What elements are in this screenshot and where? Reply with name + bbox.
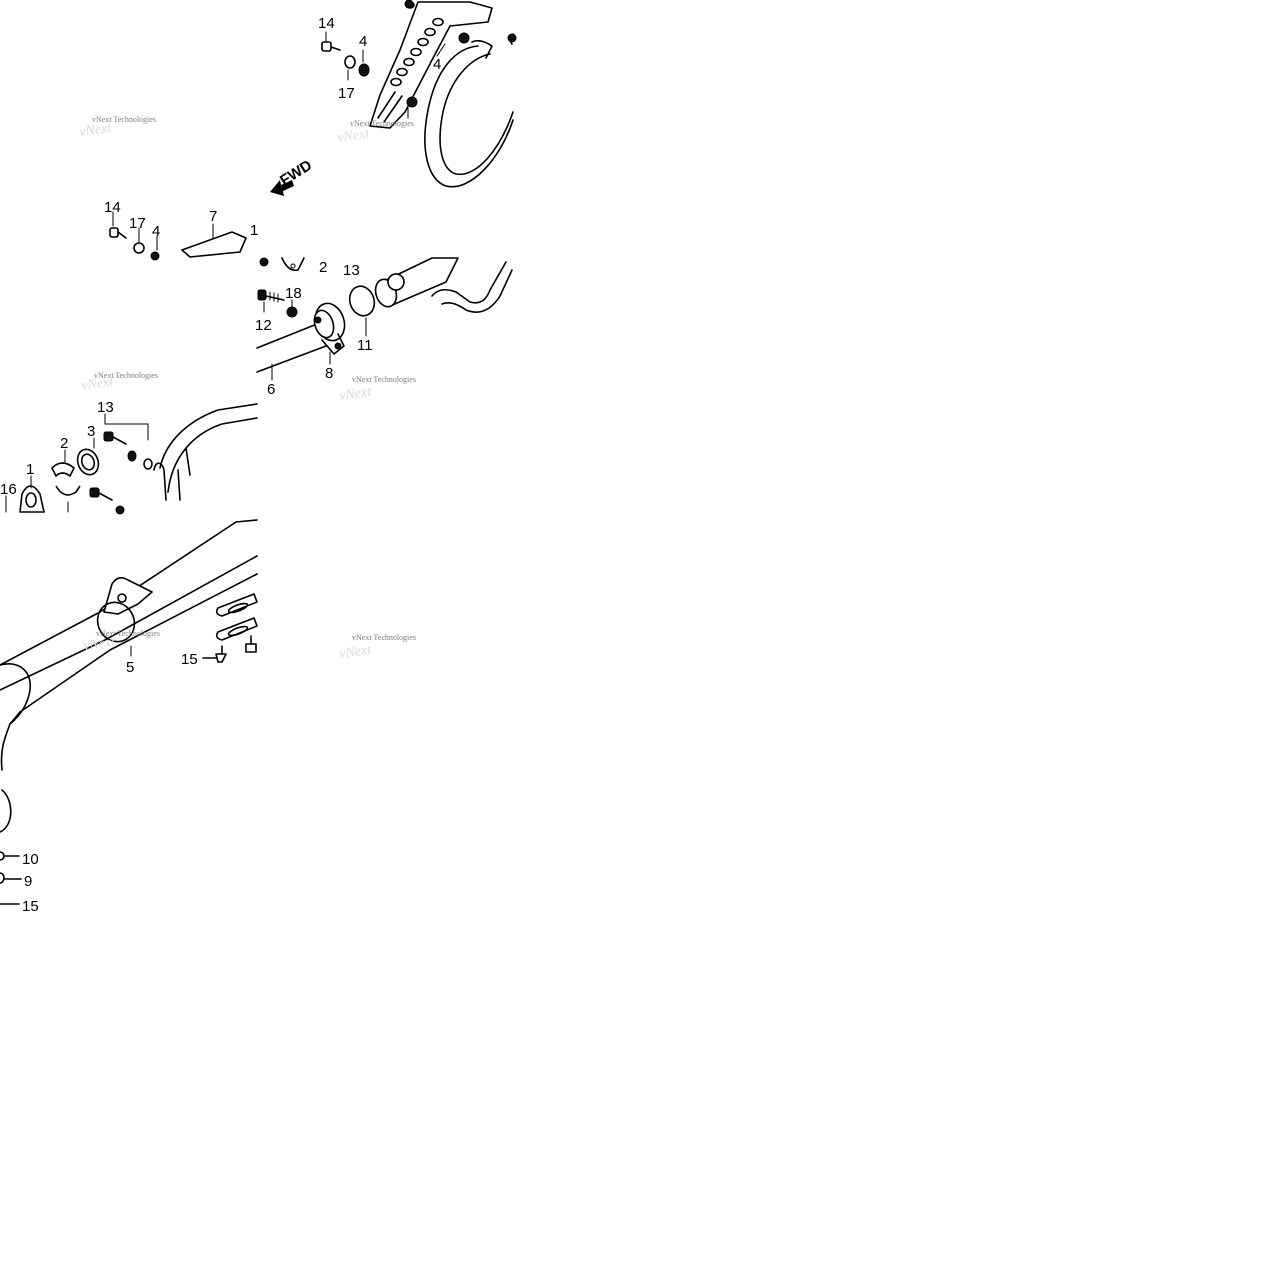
callout-4: 4 [152,223,160,240]
callout-9: 9 [24,873,32,890]
fwd-arrow: FWD [270,157,315,196]
tile-top-right: FWD [109,0,517,261]
watermark-text: vNext Technologies [94,371,158,380]
callout-12: 12 [255,317,272,334]
callout-1: 1 [26,461,34,478]
svg-text:vNext: vNext [78,121,113,140]
bolt-14-left [109,227,127,239]
nut [127,450,137,462]
bracket-edge [377,91,403,123]
collar-2-upper [51,462,75,477]
silencer-bracket [103,576,153,615]
bolt-13-left-b [89,487,113,501]
callout-11: 11 [357,337,373,354]
bolt-strap [245,635,257,653]
nut [259,257,269,267]
bracket-hole [396,67,408,77]
bracket-hole [432,17,444,27]
washer-17-top [344,55,356,69]
callout-6: 6 [267,381,275,398]
flange-1 [19,485,45,513]
tile-left-middle [5,403,258,515]
callout-8: 8 [325,365,333,382]
bracket-7 [181,231,247,258]
watermark-text: vNext Technologies [352,633,416,642]
nut [406,96,418,108]
pipe-bracket [369,1,493,129]
callout-17: 17 [129,215,146,232]
callout-14: 14 [318,15,335,32]
pipe-end [471,39,493,59]
bracket-hole [410,47,422,57]
tile-bottom-left [0,519,258,905]
bolt-12 [257,289,285,303]
watermarks: vNext vNext Technologies vNext vNext Tec… [78,115,415,662]
washer [143,458,153,470]
callout-14: 14 [104,199,121,216]
svg-text:vNext: vNext [336,127,371,146]
bracket-hole [417,37,429,47]
callout-15: 15 [22,898,39,915]
nut-4-top [358,63,370,77]
callout-4: 4 [359,33,367,50]
clamp-8 [313,302,346,355]
muffler-head [159,403,258,493]
nut [458,32,470,44]
callout-15: 15 [181,651,198,668]
callout-10: 10 [22,851,39,868]
nut [404,0,414,9]
bracket-hole [390,77,402,87]
silencer-tube [256,321,327,373]
exhaust-pipe-bend [431,261,507,304]
watermark-text: vNext Technologies [92,115,156,124]
bolt-13-left-a [103,431,127,445]
gasket-11 [348,285,376,317]
callout-17: 17 [338,85,355,102]
collar-2-lower [55,485,81,496]
svg-text:vNext: vNext [82,635,117,654]
callout-2: 2 [319,259,327,276]
clamp-fragment [281,257,305,272]
nut [115,505,125,515]
gasket-3 [76,448,100,476]
washer-17-left [133,242,145,254]
callout-2: 2 [60,435,68,452]
callout-5: 5 [126,659,134,676]
callout-4: 4 [433,56,441,73]
bolt-14-top [321,41,341,52]
callouts: 14 4 17 4 14 17 4 7 1 2 13 18 12 11 8 6 … [0,15,441,915]
watermark-text: vNext Technologies [352,375,416,384]
bracket-hole [424,27,436,37]
silencer-5 [0,519,258,691]
bracket-hole [403,57,415,67]
watermark-text: vNext Technologies [96,629,160,638]
svg-text:vNext: vNext [338,385,373,404]
washer-10 [0,851,20,861]
callout-18: 18 [285,285,302,302]
grommet-9 [0,872,22,884]
callout-1: 1 [250,222,258,239]
fwd-label: FWD [277,157,315,190]
exhaust-pipe-curve [424,45,514,188]
svg-text:vNext: vNext [80,375,115,394]
callout-13: 13 [343,262,360,279]
callout-7: 7 [209,208,217,225]
tile-center [256,257,513,381]
callout-3: 3 [87,423,95,440]
watermark-text: vNext Technologies [350,119,414,128]
callout-16: 16 [0,481,17,498]
callout-13: 13 [97,399,114,416]
nut-4-left [150,251,160,261]
bolt-15-mid [202,645,227,663]
svg-text:vNext: vNext [338,643,373,662]
